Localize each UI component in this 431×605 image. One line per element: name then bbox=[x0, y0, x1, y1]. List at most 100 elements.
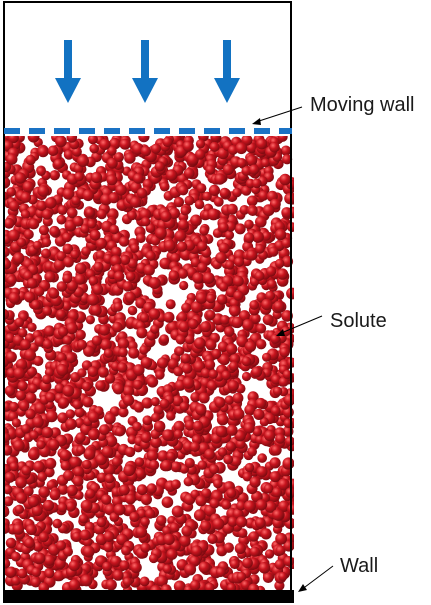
solute-particle bbox=[170, 479, 181, 490]
bottom-wall bbox=[3, 590, 294, 603]
solute-particle bbox=[122, 385, 135, 397]
solute-particle bbox=[180, 206, 190, 216]
solute-particle bbox=[15, 476, 27, 489]
solute-particle bbox=[202, 272, 215, 284]
solute-particle bbox=[175, 334, 186, 345]
solute-particle bbox=[56, 214, 67, 225]
solute-particle bbox=[4, 471, 16, 483]
solute-particle bbox=[129, 196, 142, 208]
solute-particle bbox=[150, 324, 160, 334]
solute-particle bbox=[174, 230, 187, 242]
solute-particle bbox=[166, 411, 176, 421]
solute-particle bbox=[27, 448, 40, 461]
solute-particle bbox=[241, 356, 252, 367]
solute-particle bbox=[162, 564, 173, 574]
solute-particle bbox=[190, 301, 203, 313]
solute-particle bbox=[110, 555, 122, 568]
solute-particle bbox=[112, 321, 123, 333]
solute-particle bbox=[282, 154, 293, 165]
solute-particle bbox=[34, 402, 46, 414]
solute-particle bbox=[13, 367, 25, 380]
solute-particle bbox=[45, 410, 58, 423]
solute-particle bbox=[11, 551, 21, 562]
solute-particle bbox=[234, 542, 246, 555]
solute-particle bbox=[136, 327, 148, 339]
solute-particle bbox=[74, 407, 85, 418]
solute-particle bbox=[241, 185, 252, 196]
solute-particle bbox=[173, 580, 186, 590]
solute-particle bbox=[254, 271, 265, 281]
solute-particle bbox=[71, 195, 81, 206]
solute-particle bbox=[115, 426, 125, 437]
solute-particle bbox=[74, 262, 87, 275]
solute-particle bbox=[63, 546, 73, 557]
solute-particle bbox=[133, 173, 144, 184]
solute-particle bbox=[263, 483, 274, 494]
solute-particle bbox=[205, 310, 216, 320]
solute-particle bbox=[270, 333, 281, 344]
solute-particle bbox=[151, 412, 161, 423]
solute-particle bbox=[59, 449, 71, 462]
solute-particle bbox=[63, 470, 74, 481]
down-arrow-icon bbox=[214, 40, 240, 103]
solute-particle bbox=[197, 262, 208, 273]
solute-particle bbox=[197, 241, 208, 252]
solute-particle bbox=[195, 139, 206, 149]
solute-particle bbox=[180, 353, 191, 364]
solute-particle bbox=[33, 460, 45, 473]
solute-particle bbox=[124, 446, 136, 458]
solute-particle bbox=[32, 240, 43, 250]
solute-particle bbox=[128, 347, 140, 359]
solute-particle bbox=[226, 203, 238, 215]
solute-particle bbox=[33, 355, 44, 367]
solute-particle bbox=[254, 517, 266, 529]
solute-particle bbox=[72, 400, 82, 410]
solute-particle bbox=[48, 439, 60, 451]
solute-particles bbox=[4, 136, 294, 590]
solute-particle bbox=[69, 456, 81, 469]
solute-particle bbox=[44, 271, 56, 283]
solute-particle bbox=[273, 300, 285, 312]
solute-particle bbox=[176, 241, 188, 252]
solute-particle bbox=[145, 250, 156, 261]
solute-particle bbox=[196, 183, 207, 194]
solute-particle bbox=[54, 383, 65, 394]
solute-particle bbox=[81, 381, 92, 392]
solute-particle bbox=[41, 248, 51, 259]
solute-particle bbox=[4, 217, 15, 229]
solute-particle bbox=[162, 429, 174, 441]
solute-particle bbox=[181, 363, 193, 374]
solute-particle bbox=[4, 385, 16, 397]
solute-particle bbox=[259, 417, 269, 427]
solute-particle bbox=[113, 503, 126, 516]
solute-particle bbox=[229, 559, 240, 570]
solute-particle bbox=[106, 208, 119, 221]
solute-particle bbox=[251, 313, 261, 324]
solute-particle bbox=[99, 138, 111, 151]
solute-particle bbox=[103, 348, 114, 358]
solute-particle bbox=[136, 484, 148, 496]
solute-particle bbox=[157, 450, 169, 462]
solute-particle bbox=[173, 420, 185, 433]
solute-particle bbox=[28, 383, 38, 394]
solute-particle bbox=[179, 401, 189, 412]
solute-particle bbox=[184, 334, 195, 345]
solute-particle bbox=[211, 349, 222, 359]
solute-particle bbox=[192, 272, 204, 284]
solute-particle bbox=[258, 562, 271, 574]
solute-particle bbox=[284, 436, 294, 447]
solute-particle bbox=[107, 146, 117, 156]
solute-particle bbox=[213, 478, 223, 489]
solute-particle bbox=[163, 239, 176, 252]
solute-particle bbox=[6, 275, 17, 286]
solute-particle bbox=[22, 181, 35, 193]
solute-particle bbox=[171, 505, 184, 518]
solute-particle bbox=[85, 315, 95, 325]
solute-particle bbox=[165, 169, 178, 181]
solute-particle bbox=[236, 158, 247, 168]
solute-particle bbox=[182, 140, 194, 152]
solute-particle bbox=[218, 222, 229, 233]
solute-particle bbox=[208, 369, 218, 379]
solute-particle bbox=[5, 537, 17, 549]
